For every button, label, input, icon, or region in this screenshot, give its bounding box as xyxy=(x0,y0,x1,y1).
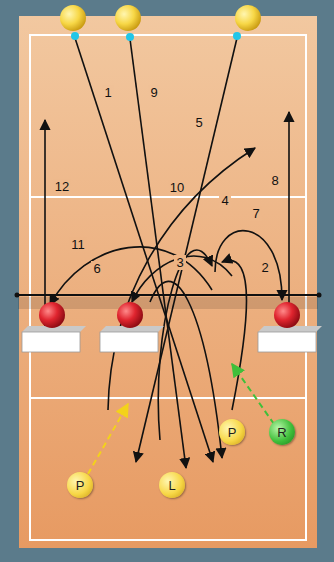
ball xyxy=(274,302,300,328)
attack-line xyxy=(30,397,306,399)
court-ground xyxy=(19,16,317,548)
player-letter: L xyxy=(168,479,175,492)
player-letter: P xyxy=(76,479,85,492)
box xyxy=(100,332,158,352)
player-circle: L xyxy=(159,472,185,498)
contact-dot xyxy=(71,32,79,40)
callout-number: 4 xyxy=(219,193,230,208)
ball xyxy=(117,302,143,328)
player-circle: P xyxy=(67,472,93,498)
contact-dot xyxy=(233,32,241,40)
arrow-1 xyxy=(75,38,213,462)
player-letter: P xyxy=(228,426,237,439)
arrow-10 xyxy=(108,148,255,410)
player-circle: P xyxy=(219,419,245,445)
callout-number: 3 xyxy=(174,255,185,270)
court-boundary xyxy=(30,35,306,540)
callout-number: 5 xyxy=(193,115,204,130)
arrow-12 xyxy=(44,120,46,328)
ball xyxy=(39,302,65,328)
ball xyxy=(235,5,261,31)
callout-number: 2 xyxy=(259,260,270,275)
move-arrow xyxy=(88,404,128,474)
arrow-3 xyxy=(150,281,222,458)
net xyxy=(16,294,320,296)
arrow-7 xyxy=(215,231,282,300)
move-arrow xyxy=(232,364,274,424)
red-balls xyxy=(39,302,300,328)
callout-number: 7 xyxy=(250,206,261,221)
callout-number: 10 xyxy=(168,180,186,195)
callout-number: 6 xyxy=(91,261,102,276)
net-post xyxy=(317,293,322,298)
callout-number: 8 xyxy=(269,173,280,188)
ball xyxy=(60,5,86,31)
callout-number: 11 xyxy=(69,237,87,252)
arrow-5 xyxy=(136,38,237,462)
boxes xyxy=(22,326,322,352)
attack-line xyxy=(30,196,306,198)
player-letter: R xyxy=(277,426,286,439)
net-post xyxy=(15,293,20,298)
contact-dot xyxy=(126,33,134,41)
callout-number: 12 xyxy=(53,179,71,194)
box xyxy=(258,332,316,352)
player-circle: R xyxy=(269,419,295,445)
arrow-2 xyxy=(222,260,247,410)
server-balls xyxy=(60,5,261,41)
callout-number: 9 xyxy=(148,85,159,100)
callout-number: 1 xyxy=(102,85,113,100)
box xyxy=(22,332,80,352)
arrow-8 xyxy=(288,112,290,303)
ball xyxy=(115,5,141,31)
arrows xyxy=(45,38,289,468)
